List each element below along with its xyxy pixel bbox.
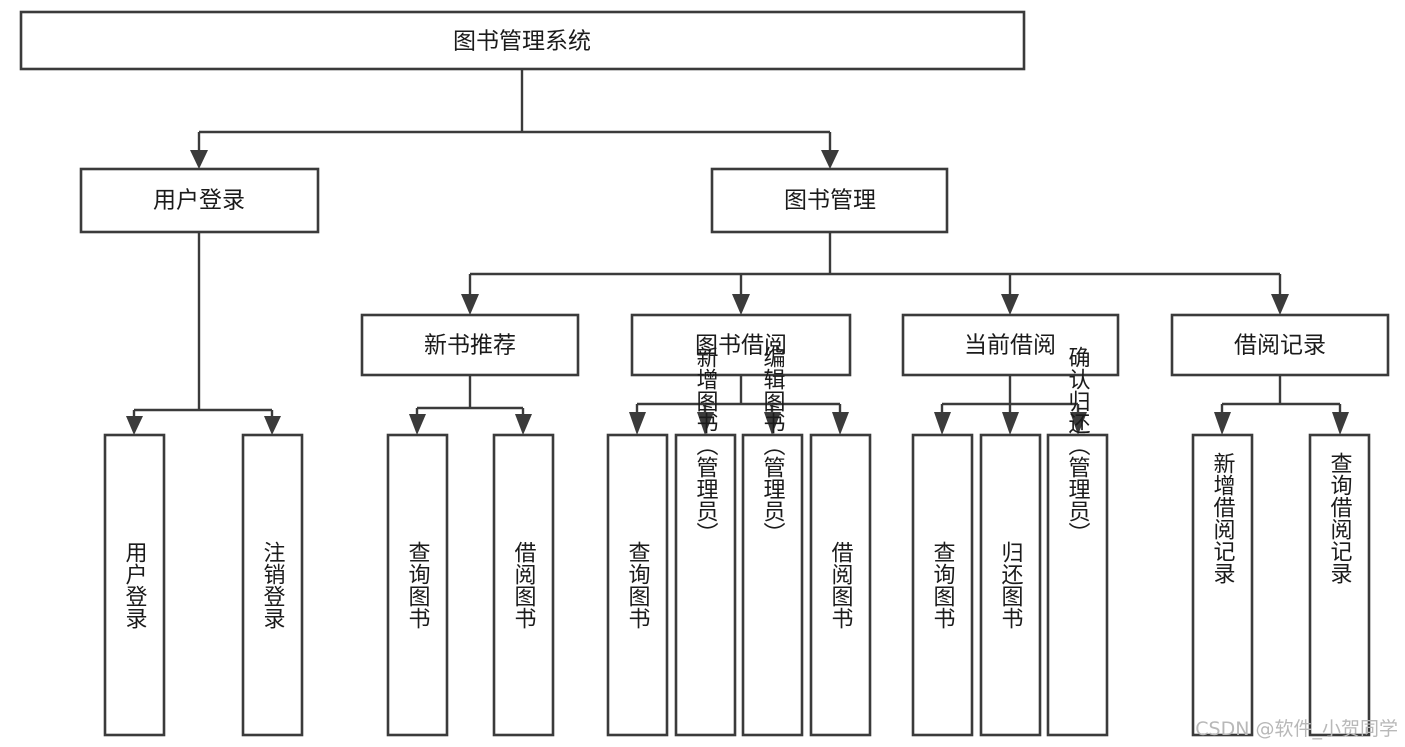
leaf-node[interactable]: 查询图书: [386, 433, 449, 737]
leaf-nb-borrow-book-box[interactable]: [492, 433, 555, 737]
arrow-cb-leaf3: [1070, 412, 1087, 435]
node-new-book-recommend-box[interactable]: [360, 313, 580, 377]
node-new-book-recommend[interactable]: 新书推荐: [360, 313, 580, 377]
arrow-bookborrow: [732, 294, 750, 315]
leaf-node[interactable]: 查询借阅记录: [1308, 433, 1371, 737]
leaf-logout-box[interactable]: [241, 433, 304, 737]
node-book-borrow-label: 图书借阅: [695, 333, 787, 359]
arrow-bb-leaf4: [832, 412, 849, 435]
connector-layer: [126, 69, 1349, 435]
leaf-cb-return-book-label: 归还图书: [998, 541, 1024, 629]
node-new-book-recommend-label: 新书推荐: [424, 333, 516, 359]
arrow-book-mgmt: [821, 150, 839, 169]
arrow-bb-leaf3: [764, 412, 781, 435]
leaf-br-add-record-box[interactable]: [1191, 433, 1254, 737]
node-current-borrow-box[interactable]: [901, 313, 1120, 377]
leaf-bb-query-book-box[interactable]: [606, 433, 669, 737]
leaf-cb-confirm-return-box[interactable]: [1046, 433, 1109, 737]
leaf-br-query-record-label: 查询借阅记录: [1327, 452, 1353, 584]
arrow-ul-leaf1: [126, 416, 143, 435]
leaf-node[interactable]: 归还图书: [979, 433, 1042, 737]
leaf-node[interactable]: 编辑图书（管理员）: [741, 346, 804, 737]
node-book-borrow-box[interactable]: [630, 313, 852, 377]
leaf-node[interactable]: 注销登录: [241, 433, 304, 737]
csdn-watermark: CSDN @软件_小贺同学: [1195, 718, 1398, 740]
node-borrow-record-label: 借阅记录: [1234, 333, 1326, 359]
arrow-bb-leaf1: [629, 412, 646, 435]
leaf-node[interactable]: 借阅图书: [492, 433, 555, 737]
node-borrow-record-box[interactable]: [1170, 313, 1390, 377]
leaf-bb-borrow-book-box[interactable]: [809, 433, 872, 737]
leaf-node[interactable]: 新增图书（管理员）: [674, 346, 737, 737]
node-borrow-record[interactable]: 借阅记录: [1170, 313, 1390, 377]
node-root-label: 图书管理系统: [453, 29, 591, 55]
node-book-management-box[interactable]: [710, 167, 949, 234]
leaf-node[interactable]: 查询图书: [606, 433, 669, 737]
leaf-cb-confirm-return-label: 确认归还（管理员）: [1065, 346, 1091, 544]
arrow-ul-leaf2: [264, 416, 281, 435]
node-current-borrow[interactable]: 当前借阅: [901, 313, 1120, 377]
leaf-cb-return-book-box[interactable]: [979, 433, 1042, 737]
arrow-currentborrow: [1001, 294, 1019, 315]
arrow-user-login: [190, 150, 208, 169]
leaf-node[interactable]: 用户登录: [103, 433, 166, 737]
arrow-cb-leaf2: [1002, 412, 1019, 435]
arrow-br-leaf1: [1214, 412, 1231, 435]
leaf-nb-borrow-book-label: 借阅图书: [511, 541, 537, 629]
node-root-box[interactable]: [19, 10, 1026, 71]
leaf-node[interactable]: 确认归还（管理员）: [1046, 346, 1109, 737]
leaf-bb-add-book-box[interactable]: [674, 433, 737, 737]
leaf-bb-query-book-label: 查询图书: [625, 541, 651, 629]
leaf-br-query-record-box[interactable]: [1308, 433, 1371, 737]
leaf-node[interactable]: 新增借阅记录: [1191, 433, 1254, 737]
leaf-cb-query-book-label: 查询图书: [930, 541, 956, 629]
leaf-bb-edit-book-label: 编辑图书（管理员）: [760, 346, 786, 544]
leaf-nb-query-book-label: 查询图书: [405, 541, 431, 629]
arrow-br-leaf2: [1332, 412, 1349, 435]
leaf-node[interactable]: 借阅图书: [809, 433, 872, 737]
leaf-nb-query-book-box[interactable]: [386, 433, 449, 737]
node-user-login-box[interactable]: [79, 167, 320, 234]
node-current-borrow-label: 当前借阅: [964, 333, 1056, 359]
leaf-cb-query-book-box[interactable]: [911, 433, 974, 737]
arrow-cb-leaf1: [934, 412, 951, 435]
node-book-management[interactable]: 图书管理: [710, 167, 949, 234]
node-book-management-label: 图书管理: [784, 188, 876, 214]
node-root-system[interactable]: 图书管理系统: [19, 10, 1026, 71]
leaf-user-login-label: 用户登录: [122, 541, 148, 629]
leaf-node[interactable]: 查询图书: [911, 433, 974, 737]
arrow-nb-leaf2: [515, 414, 532, 435]
node-user-login-label: 用户登录: [153, 188, 245, 214]
arrow-bb-leaf2: [697, 412, 714, 435]
leaf-bb-borrow-book-label: 借阅图书: [828, 541, 854, 629]
arrow-borrowrecord: [1271, 294, 1289, 315]
leaf-user-login-box[interactable]: [103, 433, 166, 737]
leaf-br-add-record-label: 新增借阅记录: [1210, 452, 1236, 584]
leaf-bb-edit-book-box[interactable]: [741, 433, 804, 737]
arrow-newbook: [461, 294, 479, 315]
arrow-nb-leaf1: [409, 414, 426, 435]
node-book-borrow[interactable]: 图书借阅: [630, 313, 852, 377]
node-user-login[interactable]: 用户登录: [79, 167, 320, 234]
leaf-bb-add-book-label: 新增图书（管理员）: [693, 346, 719, 544]
leaf-logout-label: 注销登录: [260, 541, 286, 629]
